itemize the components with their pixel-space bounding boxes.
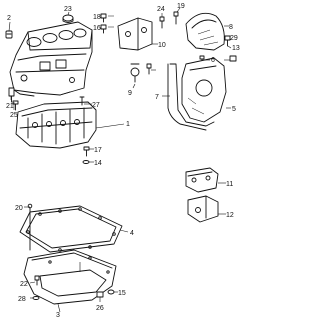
callout-14: 14 xyxy=(94,160,102,167)
gasket-7[interactable] xyxy=(167,63,215,131)
callout-19: 19 xyxy=(177,3,185,10)
callout-25: 25 xyxy=(10,112,18,119)
bolt-18[interactable] xyxy=(100,13,107,23)
callout-29: 29 xyxy=(230,35,238,42)
exploded-view: 1 2 3 4 5 6 7 8 9 10 11 12 13 14 15 16 1… xyxy=(5,3,240,319)
leader-lines xyxy=(8,7,232,313)
callout-9: 9 xyxy=(128,90,132,97)
washer-13[interactable] xyxy=(229,55,237,62)
bolt-22[interactable] xyxy=(34,275,40,286)
bolt-15-upper[interactable] xyxy=(146,63,152,75)
drain-plug-26[interactable] xyxy=(96,291,104,298)
callout-labels: 1 2 3 4 5 6 7 8 9 10 11 12 13 14 15 16 1… xyxy=(6,3,240,319)
callout-23: 23 xyxy=(64,6,72,13)
callout-1: 1 xyxy=(126,121,130,128)
bolt-29[interactable] xyxy=(224,35,231,47)
lower-block[interactable] xyxy=(15,101,97,149)
callout-5: 5 xyxy=(232,106,236,113)
timing-cover-upper[interactable] xyxy=(185,12,225,51)
callout-11: 11 xyxy=(226,181,233,188)
parts-diagram: 1 2 3 4 5 6 7 8 9 10 11 12 13 14 15 16 1… xyxy=(5,3,240,319)
cylinder-block[interactable] xyxy=(9,21,93,97)
washer-14[interactable] xyxy=(82,160,90,164)
bracket-12[interactable] xyxy=(187,195,219,223)
oil-pan-gasket[interactable] xyxy=(19,205,123,253)
switch-21[interactable] xyxy=(8,87,15,103)
callout-24: 24 xyxy=(157,6,165,13)
washer-28[interactable] xyxy=(32,296,40,300)
callout-27: 27 xyxy=(92,102,100,109)
bolt-15-lower[interactable] xyxy=(107,289,115,295)
callout-7: 7 xyxy=(155,94,159,101)
bolt-19[interactable] xyxy=(173,11,179,25)
callout-21: 21 xyxy=(6,103,14,110)
plug-2[interactable] xyxy=(5,30,13,39)
callout-6: 6 xyxy=(211,57,215,64)
callout-17: 17 xyxy=(94,147,102,154)
bolt-25[interactable] xyxy=(12,100,19,111)
callout-12: 12 xyxy=(226,212,234,219)
stud-27[interactable] xyxy=(79,96,85,106)
cap-23[interactable] xyxy=(62,14,74,23)
bracket-10[interactable] xyxy=(117,17,153,51)
callout-10: 10 xyxy=(158,42,166,49)
callout-8: 8 xyxy=(229,24,233,31)
callout-15: 15 xyxy=(118,290,126,297)
callout-16: 16 xyxy=(93,25,101,32)
oil-pan[interactable] xyxy=(23,249,117,305)
callout-3: 3 xyxy=(56,312,60,319)
callout-13: 13 xyxy=(232,45,240,52)
callout-4: 4 xyxy=(130,230,134,237)
callout-2: 2 xyxy=(7,15,11,22)
timing-cover-lower[interactable] xyxy=(181,57,227,123)
callout-22: 22 xyxy=(20,281,28,288)
callout-18: 18 xyxy=(93,14,101,21)
callout-26: 26 xyxy=(96,305,104,312)
bracket-11[interactable] xyxy=(185,167,219,193)
bolt-17[interactable] xyxy=(83,146,90,157)
bolt-24[interactable] xyxy=(159,16,165,29)
callout-28: 28 xyxy=(18,296,26,303)
bolt-16[interactable] xyxy=(100,24,107,34)
callout-20: 20 xyxy=(15,205,23,212)
pulley-9[interactable] xyxy=(130,63,140,83)
